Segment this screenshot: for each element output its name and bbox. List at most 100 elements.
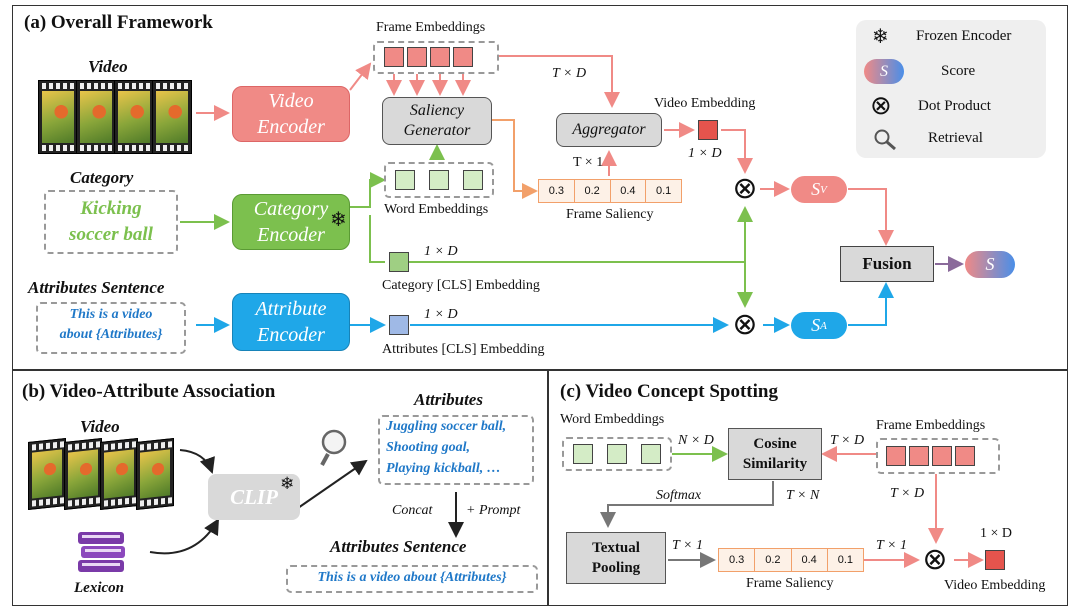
video-embedding-label: Video Embedding [654, 96, 756, 111]
c-dim-1xd: 1 × D [980, 526, 1013, 541]
retrieval-legend-icon [874, 129, 896, 151]
attr-sentence-box [36, 302, 186, 354]
attribute-encoder-line-1: Attribute [255, 298, 327, 320]
category-encoder-line-2: Encoder [257, 224, 325, 246]
c-dim-txd-2: T × D [890, 486, 925, 501]
video-label: Video [88, 57, 128, 76]
b-attr-line-3: Playing kickball, … [386, 461, 501, 476]
clip-frozen-icon: ❄ [280, 474, 295, 493]
category-cls-square [389, 252, 409, 272]
c-dim-txd-1: T × D [830, 433, 865, 448]
c-word-embedding-2 [607, 444, 627, 464]
word-embedding-3 [463, 170, 483, 190]
b-lexicon-label: Lexicon [74, 580, 124, 596]
frame-embeddings-box [373, 41, 499, 74]
c-frame-embeddings-box [876, 438, 1000, 474]
snowflake-icon: ❄ [330, 209, 347, 231]
fusion-box: Fusion [840, 246, 934, 282]
c-word-embedding-1 [573, 444, 593, 464]
video-encoder: Video Encoder [232, 86, 350, 142]
c-dim-tx1-a: T × 1 [672, 538, 703, 553]
b-attr-sentence-text: This is a video about {Attributes} [317, 570, 507, 585]
c-frame-embedding-1 [886, 446, 906, 466]
b-attr-sentence-title: Attributes Sentence [330, 537, 467, 556]
frame-embedding-2 [407, 47, 427, 67]
frame-saliency-label: Frame Saliency [566, 207, 654, 222]
c-saliency-value: 0.4 [792, 549, 828, 571]
score-sv-letter: S [811, 179, 821, 199]
category-text-box [44, 190, 178, 254]
clip-box: CLIP [208, 474, 300, 520]
saliency-value: 0.3 [539, 180, 575, 202]
c-frame-embedding-4 [955, 446, 975, 466]
b-attr-line-2: Shooting goal, [386, 440, 471, 455]
c-frame-saliency-bar: 0.3 0.2 0.4 0.1 [718, 548, 864, 572]
c-softmax-label: Softmax [656, 488, 702, 503]
fusion-label: Fusion [862, 254, 912, 273]
lexicon-books-icon [78, 532, 125, 572]
frame-embedding-1 [384, 47, 404, 67]
dot-product-legend-icon: ⊗ [870, 91, 892, 120]
c-saliency-value: 0.1 [837, 554, 854, 566]
textual-line-2: Pooling [591, 560, 641, 576]
saliency-value: 0.1 [655, 185, 672, 197]
category-encoder-line-1: Category [253, 198, 329, 220]
legend-dot-label: Dot Product [918, 98, 991, 114]
c-video-embedding-square [985, 550, 1005, 570]
saliency-value: 0.2 [575, 180, 611, 202]
frame-embedding-4 [453, 47, 473, 67]
attributes-cls-square [389, 315, 409, 335]
textual-pooling-box: Textual Pooling [566, 532, 666, 584]
b-film-frame-3 [100, 438, 138, 510]
word-embeddings-box [384, 162, 494, 198]
c-dim-txn: T × N [786, 488, 820, 503]
c-word-embeddings-box [562, 437, 672, 471]
panel-b-title: (b) Video-Attribute Association [22, 381, 276, 402]
category-label: Category [70, 168, 134, 187]
clip-label: CLIP [230, 484, 278, 509]
b-film-frame-2 [64, 438, 102, 510]
c-frame-embedding-3 [932, 446, 952, 466]
c-word-embedding-3 [641, 444, 661, 464]
word-embedding-2 [429, 170, 449, 190]
attr-sentence-line-2: about {Attributes} [59, 327, 163, 342]
dim-1xd-cat: 1 × D [424, 244, 458, 259]
c-video-embedding-label: Video Embedding [944, 578, 1046, 593]
c-frame-embeddings-label: Frame Embeddings [876, 418, 986, 433]
film-frame-4 [152, 80, 192, 154]
saliency-generator-line-1: Saliency [409, 102, 465, 119]
score-sv-sub: V [820, 183, 827, 196]
attribute-encoder: Attribute Encoder [232, 293, 350, 351]
category-text-line-2: soccer ball [69, 224, 153, 245]
dot-product-icon-video: ⊗ [732, 172, 758, 205]
c-frame-saliency-label: Frame Saliency [746, 576, 834, 591]
b-film-frame-1 [28, 438, 66, 510]
saliency-value: 0.4 [611, 180, 647, 202]
saliency-generator-line-2: Generator [403, 122, 471, 139]
attribute-encoder-line-2: Encoder [257, 324, 325, 346]
legend-score-label: Score [941, 63, 976, 79]
panel-b [12, 370, 548, 606]
aggregator: Aggregator [556, 113, 662, 147]
dot-product-icon-attr: ⊗ [732, 308, 758, 341]
word-embedding-1 [395, 170, 415, 190]
legend-score-icon: S [864, 59, 904, 84]
cosine-line-1: Cosine [753, 436, 797, 452]
b-prompt-label: + Prompt [466, 503, 521, 518]
frozen-encoder-icon: ❄ [872, 26, 889, 48]
c-word-embeddings-label: Word Embeddings [560, 412, 665, 427]
textual-line-1: Textual [592, 540, 640, 556]
c-saliency-value: 0.2 [755, 549, 792, 571]
film-frame-1 [38, 80, 78, 154]
legend-retrieval-label: Retrieval [928, 130, 983, 146]
dim-1xd-video: 1 × D [688, 146, 722, 161]
panel-c [548, 370, 1068, 606]
score-output: S [965, 251, 1015, 278]
film-frame-2 [76, 80, 116, 154]
b-film-frame-4 [136, 438, 174, 510]
saliency-generator: Saliency Generator [382, 97, 492, 145]
category-encoder: Category Encoder [232, 194, 350, 250]
legend-frozen-label: Frozen Encoder [916, 28, 1012, 44]
panel-c-title: (c) Video Concept Spotting [560, 381, 778, 402]
